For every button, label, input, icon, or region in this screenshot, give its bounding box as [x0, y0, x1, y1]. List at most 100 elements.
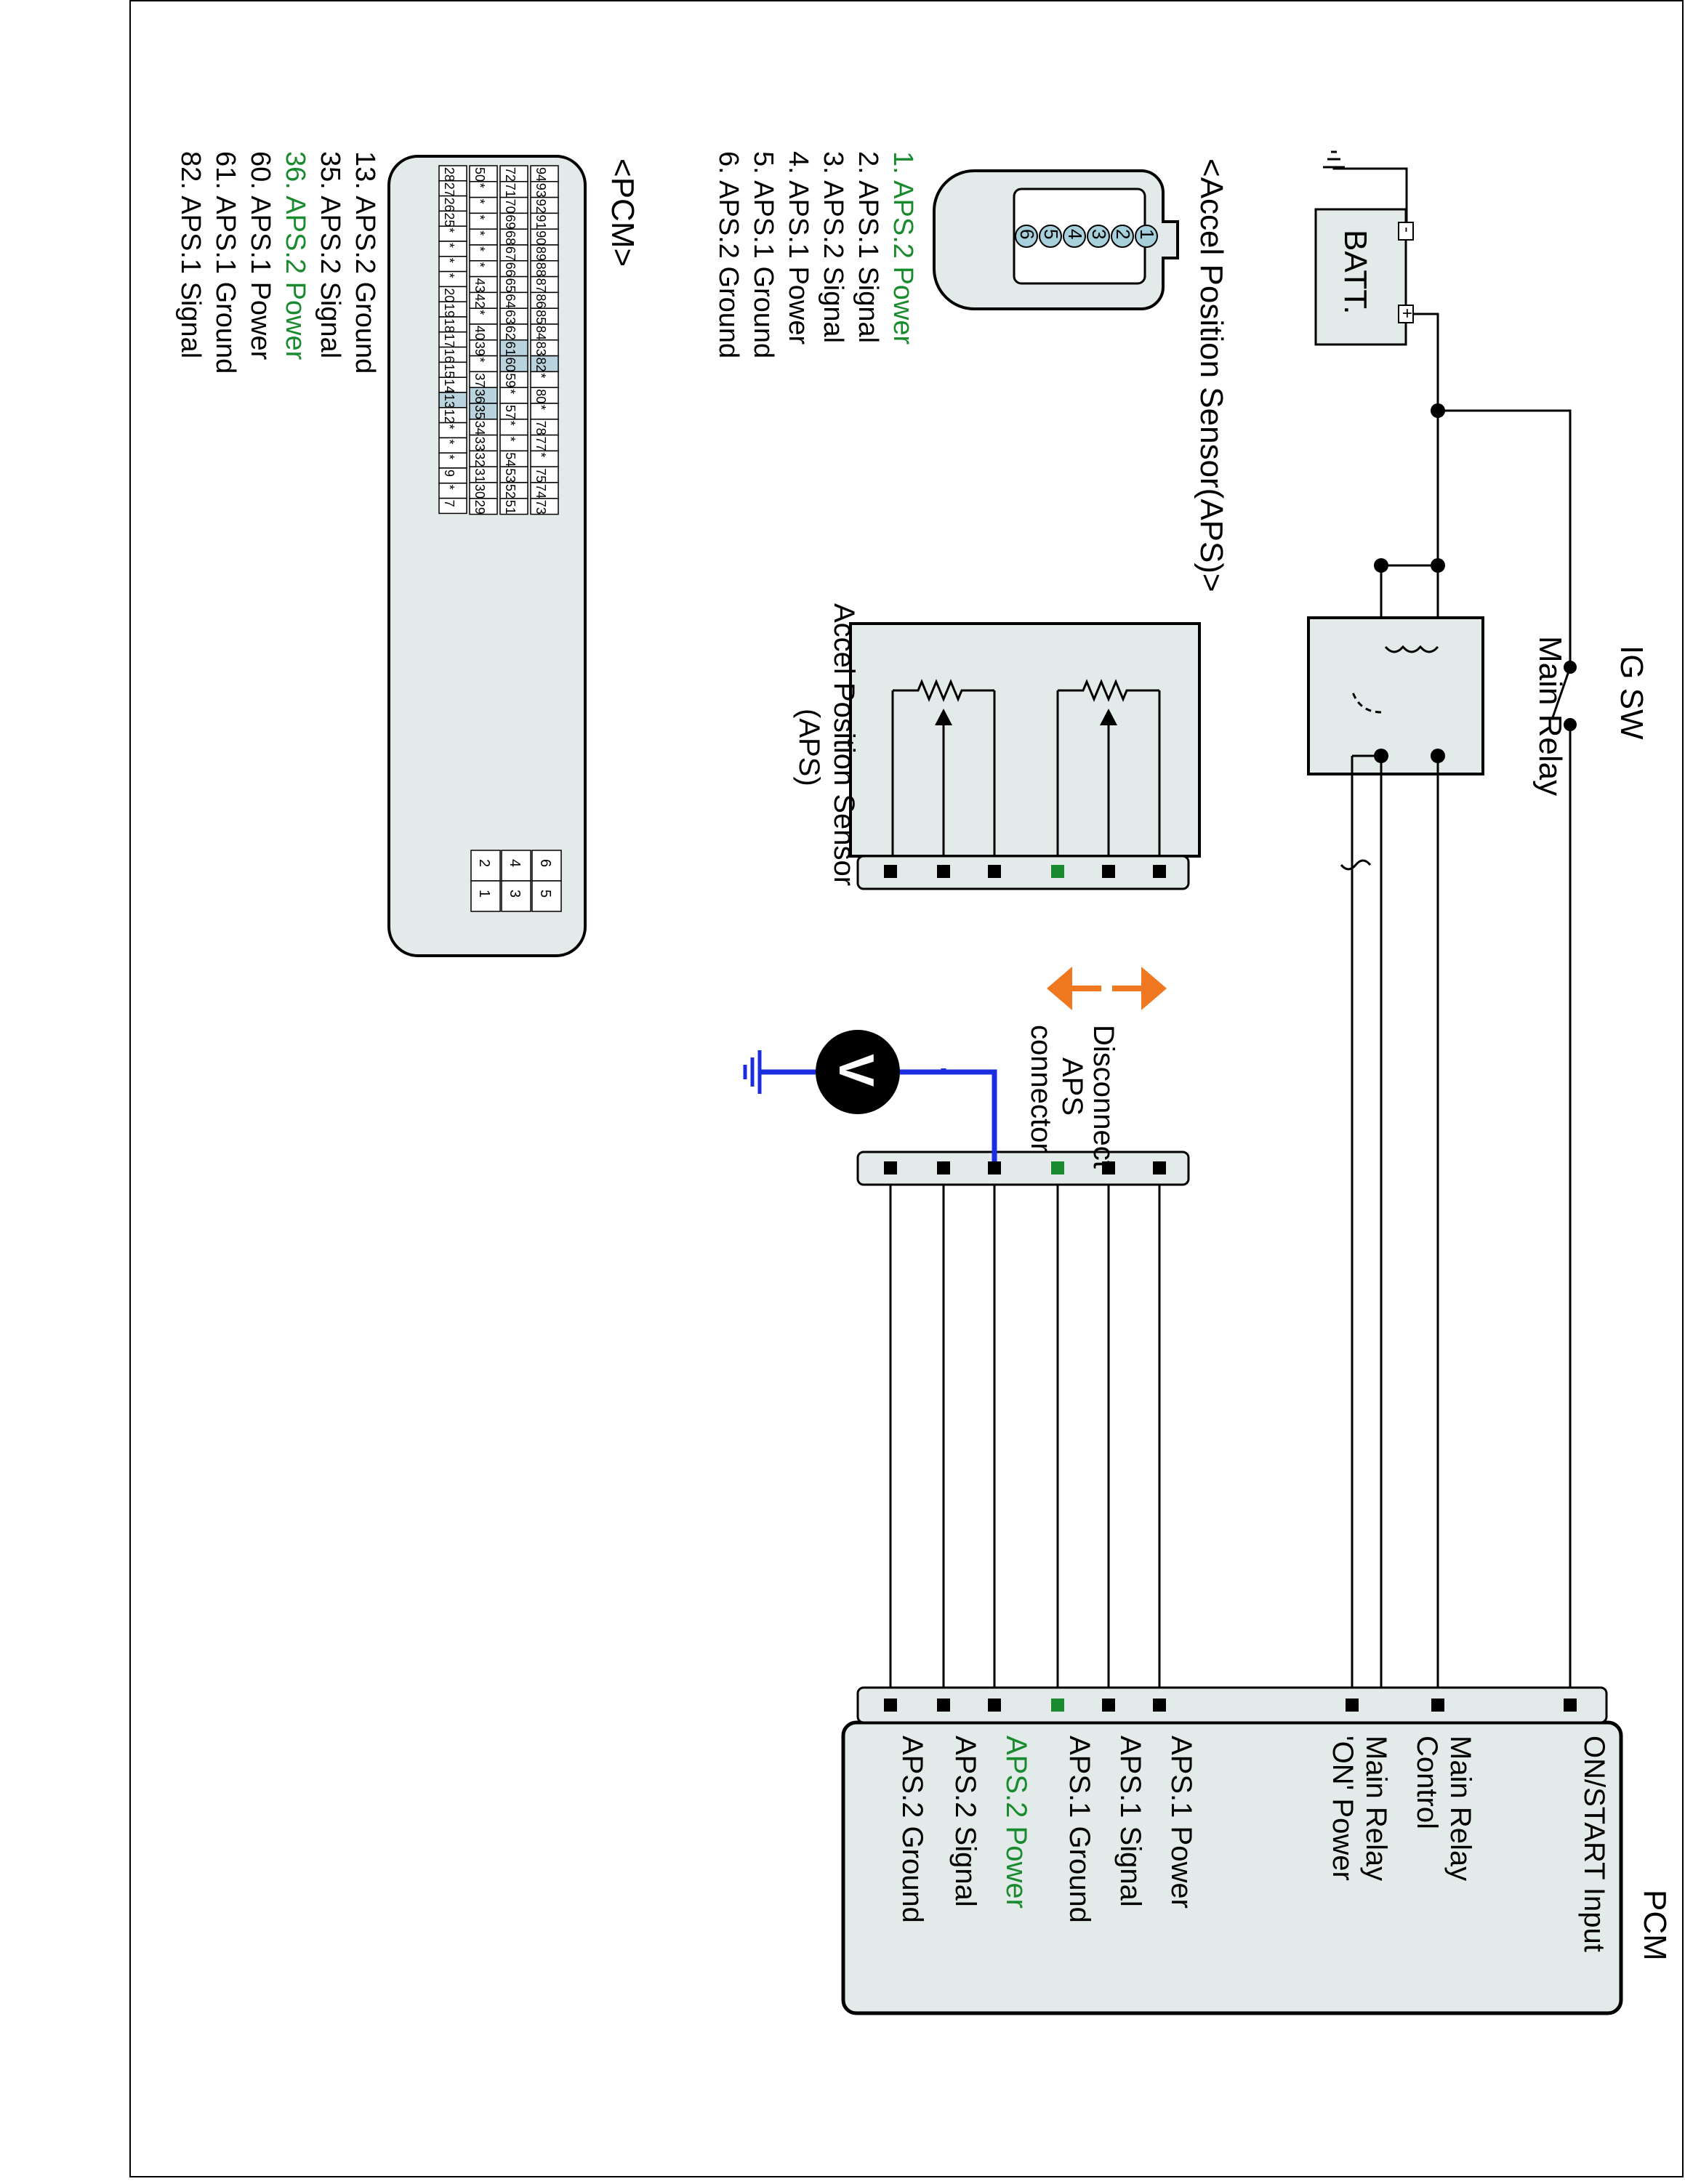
pcm-pin-aps-5 [884, 1699, 897, 1712]
aps-connector-pin-6 [1015, 225, 1038, 248]
aps-sensor-pin-2 [1051, 865, 1064, 878]
main-relay-label: Main Relay [1532, 636, 1568, 796]
relay-contact-icon [1351, 690, 1382, 714]
pcm-cell-label-row4-17: * [442, 424, 457, 430]
pcm-cell-label-row1-13: * [534, 373, 548, 378]
aps-connector-title: <Accel Position Sensor(APS)> [1194, 158, 1229, 592]
battery-neg-label: - [1397, 227, 1417, 233]
pcm-cell-label-row2-10: 62 [503, 326, 518, 340]
pcm-cell-label-row3-19: 31 [472, 468, 487, 483]
pcm-cell-label-row1-20: 74 [534, 484, 548, 499]
aps-sensor-pin-1 [1102, 865, 1115, 878]
pcm-cell-label-row4-20: 9 [442, 470, 457, 477]
ground-icon [1323, 150, 1345, 169]
pcm-legend-1: 35. APS.2 Signal [315, 151, 345, 358]
pcm-small-label-0-0: 6 [537, 859, 553, 867]
pcm-terminal-label-1: Main Relay [1444, 1736, 1476, 1881]
battery-label: BATT. [1338, 230, 1373, 315]
aps-legend-5: 6. APS.2 Ground [713, 151, 744, 358]
probe-ground-icon [743, 1050, 762, 1094]
disconnect-label-3: connector [1025, 1025, 1057, 1153]
pcm-cell-label-row2-21: 51 [503, 500, 518, 515]
pcm-pin-top-0 [1564, 1699, 1577, 1712]
battery-pos-label: + [1397, 308, 1417, 318]
pcm-cell-label-row1-7: 87 [534, 278, 548, 293]
pcm-cell-label-row3-5: * [472, 246, 487, 251]
pcm-cell-label-row3-17: 33 [472, 437, 487, 451]
pcm-cell-label-row4-16: 12 [442, 409, 457, 424]
pcm-cell-label-row3-0: 50 [472, 167, 487, 182]
pcm-cell-label-row4-14: 14 [442, 379, 457, 393]
aps-sensor-pin-3 [988, 865, 1001, 878]
pcm-pin-top-2 [1346, 1699, 1359, 1712]
pcm-cell-label-row2-19: 53 [503, 468, 518, 483]
pcm-connector-title: <PCM> [605, 158, 640, 267]
pcm-legend-0: 13. APS.2 Ground [350, 151, 380, 374]
pcm-cell-label-row1-11: 83 [534, 342, 548, 356]
pcm-cell-label-row4-8: 20 [442, 288, 457, 302]
ig-feed [1438, 409, 1572, 665]
aps-sensor-label-2: (APS) [793, 709, 825, 786]
aps-connector-pin-label-5: 5 [1040, 229, 1062, 239]
pcm-pin-aps-2 [1051, 1699, 1064, 1712]
potentiometer-1 [893, 679, 994, 702]
pcm-cell-label-row2-14: * [503, 389, 518, 394]
pcm-small-cell-2-0 [470, 850, 501, 882]
aps-sensor-pin-0 [1153, 865, 1166, 878]
pcm-cell-label-row3-21: 29 [472, 500, 487, 515]
pcm-cell-label-row2-15: 57 [503, 405, 518, 419]
ig-sw-blade [1551, 666, 1572, 720]
pcm-cell-label-row2-17: * [503, 437, 518, 442]
pcm-cell-label-row4-19: * [442, 454, 457, 459]
aps-legend-0: 1. APS.2 Power [888, 151, 918, 344]
aps-connector-pin-label-2: 2 [1112, 229, 1134, 239]
pcm-cell-label-row4-5: * [442, 243, 457, 248]
pcm-cell-label-row1-4: 90 [534, 230, 548, 245]
ig-sw-label: IG SW [1614, 645, 1649, 740]
pcm-cell-label-row3-20: 30 [472, 484, 487, 499]
aps-sensor-pin-5 [884, 865, 897, 878]
pcm-terminal-label-7: APS.1 Ground [1063, 1736, 1095, 1923]
pcm-terminal-label-10: APS.2 Ground [896, 1736, 928, 1923]
pcm-terminal-label-6: APS.1 Signal [1114, 1736, 1146, 1907]
pcm-cell-row4-22 [438, 497, 467, 515]
pcm-cell-label-row3-1: * [472, 183, 487, 188]
aps-sensor-box [849, 622, 1201, 858]
pcm-cell-label-row1-0: 94 [534, 167, 548, 182]
batt-pos-lead [1413, 313, 1439, 411]
pcm-cell-label-row2-9: 63 [503, 310, 518, 324]
pcm-legend-5: 82. APS.1 Signal [175, 151, 206, 358]
pcm-cell-label-row1-9: 85 [534, 310, 548, 324]
battery-neg-terminal [1398, 222, 1414, 241]
battery-box [1314, 208, 1407, 346]
pcm-cell-label-row4-4: * [442, 227, 457, 233]
pcm-cell-label-row2-13: 59 [503, 373, 518, 387]
pcm-terminal-label-4: 'ON' Power [1327, 1736, 1359, 1881]
arrow-head-right [1141, 967, 1167, 1010]
aps-legend-1: 2. APS.1 Signal [853, 151, 883, 343]
pcm-cell-label-row1-15: * [534, 405, 548, 410]
pcm-cell-label-row1-12: 82 [534, 358, 548, 372]
pcm-small-cell-0-0 [531, 850, 562, 882]
pcm-cell-label-row2-5: 67 [503, 246, 518, 261]
pcm-small-cell-0-1 [531, 880, 562, 912]
pcm-cell-row3-21 [469, 498, 498, 515]
pcm-small-label-2-0: 2 [476, 859, 492, 867]
pcm-cell-label-row2-0: 72 [503, 167, 518, 182]
pot-leads-1 [891, 690, 996, 856]
pcm-legend-4: 61. APS.1 Ground [210, 151, 241, 374]
pcm-cell-label-row1-21: 73 [534, 500, 548, 515]
pcm-cell-label-row4-11: 17 [442, 334, 457, 348]
pcm-terminal-label-5: APS.1 Power [1165, 1736, 1197, 1909]
pcm-cell-label-row4-7: * [442, 273, 457, 278]
pcm-cell-label-row2-4: 68 [503, 230, 518, 245]
pcm-cell-label-row1-8: 86 [534, 294, 548, 308]
pcm-cell-label-row4-15: 13 [442, 394, 457, 408]
pcm-cell-label-row3-8: 42 [472, 294, 487, 308]
pcm-cell-label-row4-3: 25 [442, 212, 457, 227]
aps-connector-pin-5 [1039, 225, 1062, 248]
pcm-cell-label-row2-12: 60 [503, 358, 518, 372]
pcm-legend-2: 36. APS.2 Power [280, 151, 310, 360]
